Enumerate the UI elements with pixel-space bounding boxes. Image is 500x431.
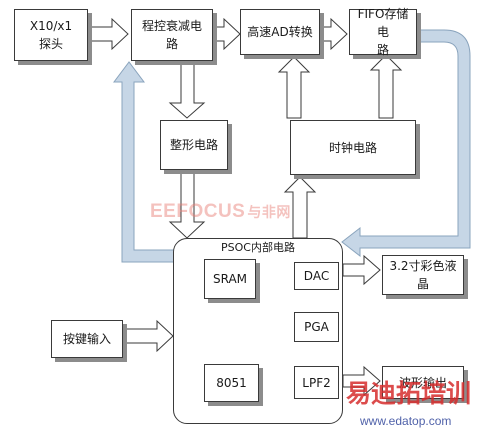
feedback-arrow-fifo-to-psoc	[341, 29, 471, 258]
arrow-lpf-to-waveout	[342, 365, 381, 397]
arrow-attenuator-to-shaper	[168, 63, 206, 119]
clock-block: 时钟电路	[290, 120, 416, 175]
arrow-attenuator-to-adc	[213, 17, 241, 51]
arrow-shaper-to-psoc	[168, 171, 206, 239]
sram-block: SRAM	[204, 259, 256, 299]
feedback-arrow-psoc-to-attenuator	[113, 61, 181, 263]
watermark-edatop: 易迪拓培训	[346, 380, 472, 408]
arrow-probe-to-attenuator	[89, 17, 129, 51]
arrow-keypad-to-psoc	[123, 319, 174, 353]
adc-block: 高速AD转换	[240, 9, 320, 55]
arrow-dac-to-lcd	[342, 254, 381, 286]
waveout-block: 波形输出	[382, 366, 464, 399]
psoc-title: PSOC内部电路	[221, 241, 295, 254]
fifo-block: FIFO存储电 路	[349, 7, 417, 57]
attenuator-block: 程控衰减电 路	[131, 9, 213, 61]
probe-block: X10/x1 探头	[14, 9, 88, 61]
watermark-eefocus-cn: 与非网	[247, 204, 291, 220]
lpf2-block: LPF2	[294, 366, 339, 399]
pga-block: PGA	[294, 312, 339, 342]
keypad-block: 按键输入	[51, 320, 123, 358]
shaper-block: 整形电路	[160, 120, 228, 170]
lcd-block: 3.2寸彩色液 晶	[382, 255, 464, 295]
arrow-adc-to-fifo	[321, 17, 348, 51]
mcu-8051-block: 8051	[204, 364, 259, 402]
arrow-clock-to-adc	[277, 56, 311, 119]
watermark-edatop-url: www.edatop.com	[360, 414, 452, 428]
arrow-psoc-to-clock	[283, 176, 317, 239]
arrow-clock-to-fifo	[369, 54, 403, 119]
dac-block: DAC	[294, 262, 339, 290]
watermark-eefocus: EEFOCUS	[150, 201, 246, 222]
